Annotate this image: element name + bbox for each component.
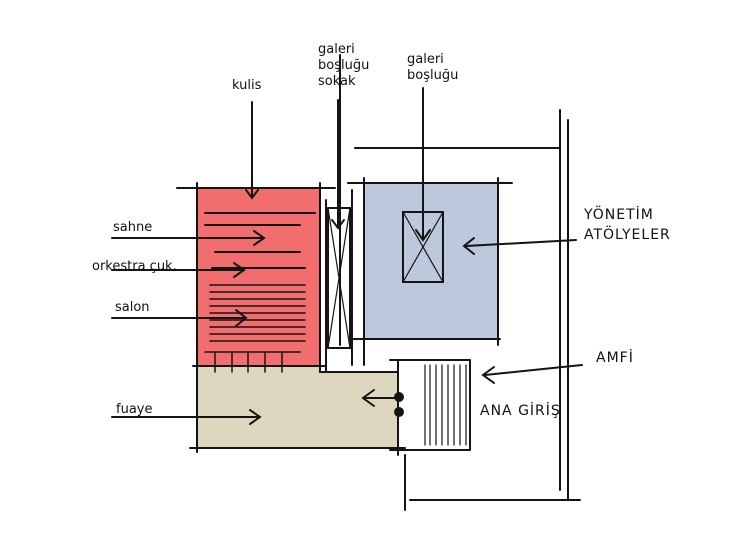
void-sokak-cross xyxy=(327,207,351,349)
label-ana-giris: ANA GİRİŞ xyxy=(480,403,561,419)
label-galeri-bosluk-line1: galeri xyxy=(407,52,444,67)
label-galeri-sokak: galeri boşluğu sokak xyxy=(318,42,369,90)
arrow-kulis-head xyxy=(245,189,259,200)
label-yonetim: YÖNETİM ATÖLYELER xyxy=(584,205,671,245)
theatre-zone xyxy=(197,188,320,366)
arrow-amfi-head xyxy=(481,366,495,384)
arrow-galeri-sokak-head xyxy=(331,219,345,230)
admin-outline xyxy=(347,177,513,366)
site-lines xyxy=(354,109,581,511)
arrow-galeri-bosluk-head xyxy=(415,229,431,242)
label-fuaye: fuaye xyxy=(116,402,153,417)
label-orkestra: orkestra çuk. xyxy=(92,259,177,274)
entrance-dot-1 xyxy=(394,392,404,402)
stage-lines xyxy=(204,212,316,269)
label-amfi: AMFİ xyxy=(596,350,634,366)
label-sahne: sahne xyxy=(113,220,153,235)
arrow-amfi xyxy=(484,364,583,376)
galeri-sokak-lines xyxy=(325,54,353,373)
label-galeri-bosluk: galeri boşluğu xyxy=(407,52,458,84)
entrance-outline xyxy=(389,359,471,451)
arrow-yonetim xyxy=(465,239,577,247)
entrance-dot-2 xyxy=(394,407,404,417)
label-salon: salon xyxy=(115,300,150,315)
stair-lines xyxy=(424,364,467,446)
label-kulis: kulis xyxy=(232,78,262,93)
arrow-fuaye-head xyxy=(249,409,262,425)
label-yonetim-line1: YÖNETİM xyxy=(584,207,654,223)
foyer-zone xyxy=(197,366,398,448)
arrow-salon-head xyxy=(235,309,248,327)
label-galeri-bosluk-line2: boşluğu xyxy=(407,68,459,83)
label-yonetim-line2: ATÖLYELER xyxy=(584,227,671,243)
arrow-orkestra-head xyxy=(233,262,246,278)
arrow-sahne-head xyxy=(253,230,266,246)
arrow-giris-head xyxy=(361,389,375,407)
label-galeri-sokak-line3: sokak xyxy=(318,74,356,89)
label-galeri-sokak-line2: boşluğu xyxy=(318,58,370,73)
salon-lines xyxy=(209,284,306,342)
label-galeri-sokak-line1: galeri xyxy=(318,42,355,57)
arrow-yonetim-head xyxy=(462,237,475,255)
salon-ticks xyxy=(204,351,301,373)
void-admin-cross xyxy=(402,211,444,283)
